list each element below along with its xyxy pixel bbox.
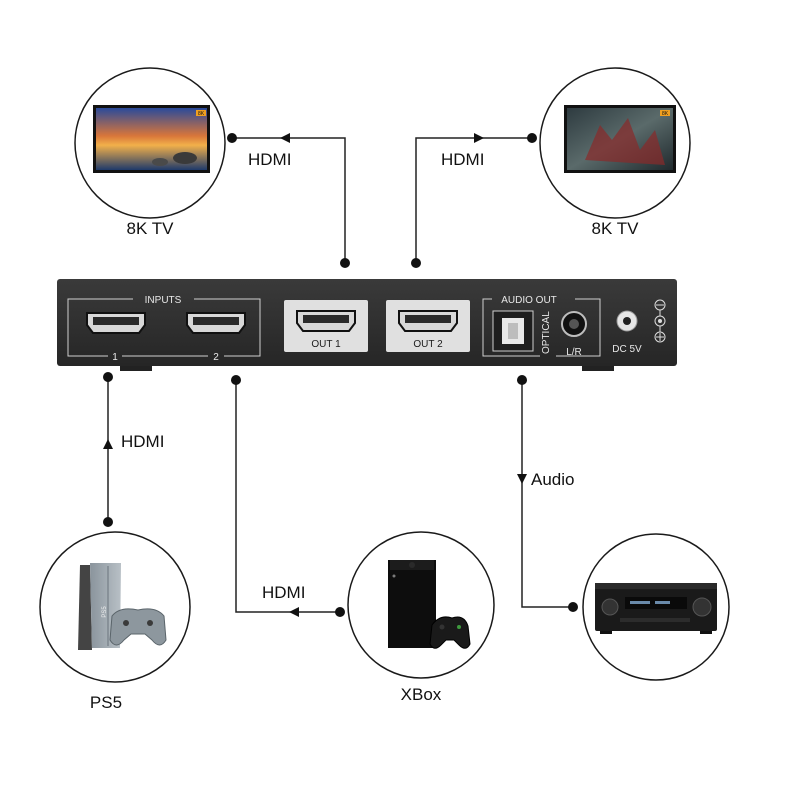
receiver-top xyxy=(595,583,717,589)
device-tv-right: 8K xyxy=(539,67,691,219)
receiver-display-text xyxy=(655,601,670,604)
wire-dot xyxy=(411,258,421,268)
hdmi-input-2-port[interactable] xyxy=(186,312,246,334)
receiver-buttons xyxy=(620,618,690,622)
label-in1: HDMI xyxy=(121,432,164,451)
inputs-title: INPUTS xyxy=(145,295,182,306)
game-figure xyxy=(585,118,665,165)
controller-button xyxy=(457,625,461,629)
wire-dot xyxy=(227,133,237,143)
lr-jack-core xyxy=(569,319,579,329)
wire-dot xyxy=(340,258,350,268)
receiver-foot xyxy=(600,631,612,634)
optical-label: OPTICAL xyxy=(541,311,552,354)
controller-icon xyxy=(429,616,471,649)
wire-dot xyxy=(527,133,537,143)
dc-power-core xyxy=(623,317,631,325)
panel-foot xyxy=(582,363,614,371)
label-in2: HDMI xyxy=(262,583,305,602)
xbox-vent-dot xyxy=(409,562,415,568)
wire-out1 xyxy=(232,137,346,263)
badge-8k xyxy=(196,110,206,116)
arrow-up-icon xyxy=(103,439,113,449)
optical-slot xyxy=(508,323,518,339)
hdmi-input-1-port[interactable] xyxy=(86,312,146,334)
hdmi-out2-port[interactable] xyxy=(398,310,458,332)
ps5-console-icon xyxy=(78,565,92,650)
arrow-left-icon xyxy=(289,607,299,617)
controller-icon xyxy=(109,608,167,646)
dc-label: DC 5V xyxy=(612,344,642,355)
polarity-icon xyxy=(654,299,666,343)
controller-stick xyxy=(439,624,445,630)
arrow-right-icon xyxy=(474,133,484,143)
label-out1: HDMI xyxy=(248,150,291,169)
wire-dot xyxy=(568,602,578,612)
audio-out-title: AUDIO OUT xyxy=(501,295,557,306)
device-receiver xyxy=(582,533,730,681)
label-audio: Audio xyxy=(531,470,574,489)
device-label-ps5: PS5 xyxy=(90,693,122,712)
input-2-label: 2 xyxy=(213,352,219,363)
controller-button xyxy=(147,620,153,626)
wire-dot xyxy=(335,607,345,617)
device-xbox xyxy=(347,531,495,679)
input-1-label: 1 xyxy=(112,352,118,363)
device-tv-left: 8K xyxy=(74,67,226,219)
wire-in2 xyxy=(235,380,340,613)
wires xyxy=(103,133,578,617)
out2-label: OUT 2 xyxy=(413,339,443,350)
wire-dot xyxy=(103,517,113,527)
wire-dot xyxy=(517,375,527,385)
wire-audio xyxy=(521,380,573,608)
badge-8k-text: 8K xyxy=(198,111,205,117)
rock-shape xyxy=(152,158,168,166)
splitter-panel: INPUTS 1 2 OUT 1 OUT 2 AUDIO OUT OPTICAL… xyxy=(57,279,677,371)
receiver-knob xyxy=(692,597,712,617)
wire-out2 xyxy=(415,137,532,263)
wire-dot xyxy=(231,375,241,385)
panel-foot xyxy=(120,363,152,371)
badge-8k xyxy=(660,110,670,116)
lr-label: L/R xyxy=(566,347,582,358)
arrow-down-icon xyxy=(517,474,527,484)
device-label-tv-left: 8K TV xyxy=(127,219,175,238)
out1-label: OUT 1 xyxy=(311,339,341,350)
audio-out-bracket xyxy=(482,298,601,357)
label-out2: HDMI xyxy=(441,150,484,169)
receiver-foot xyxy=(700,631,712,634)
ps5-console-text: PS5 xyxy=(102,606,108,618)
device-label-tv-right: 8K TV xyxy=(592,219,640,238)
receiver-knob xyxy=(601,598,619,616)
xbox-console-icon xyxy=(388,560,436,648)
hdmi-out1-port[interactable] xyxy=(296,310,356,332)
controller-button xyxy=(123,620,129,626)
arrow-left-icon xyxy=(280,133,290,143)
rock-shape xyxy=(173,152,197,164)
badge-8k-text: 8K xyxy=(662,111,669,117)
receiver-display-text xyxy=(630,601,650,604)
inputs-bracket xyxy=(67,298,261,357)
device-ps5: PS5 xyxy=(39,531,191,683)
device-label-xbox: XBox xyxy=(401,685,442,704)
xbox-power-light xyxy=(392,574,396,578)
wire-dot xyxy=(103,372,113,382)
